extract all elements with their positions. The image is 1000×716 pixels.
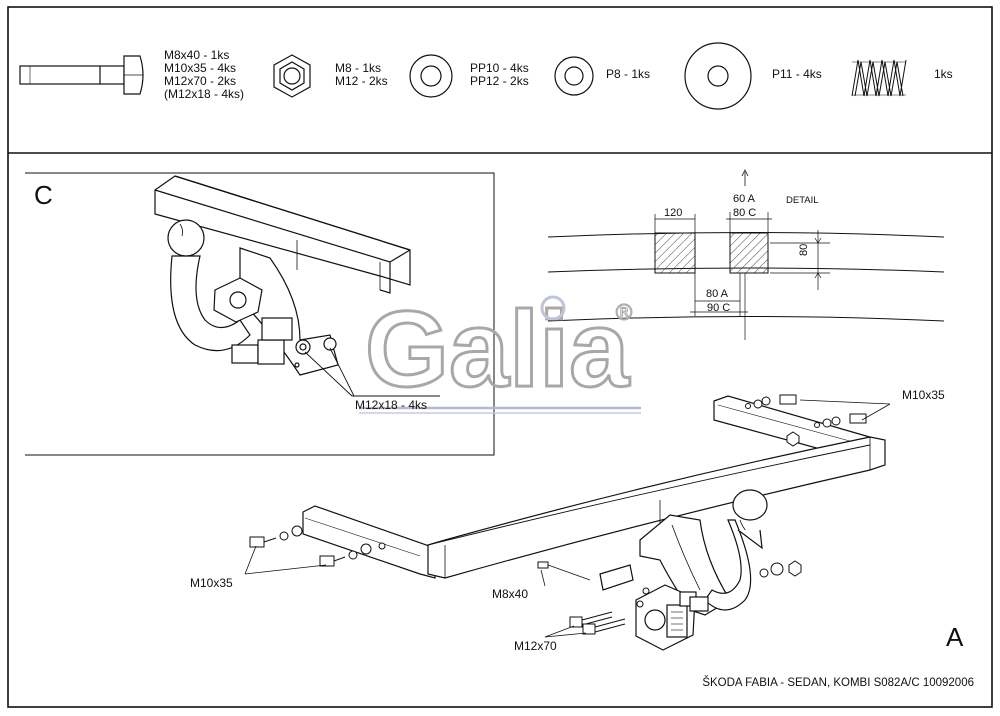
dim-80-vertical: 80 bbox=[798, 243, 810, 256]
dim-80c: 80 C bbox=[733, 207, 757, 219]
dim-90c: 90 C bbox=[707, 302, 731, 314]
detail-section bbox=[547, 169, 945, 340]
nut-icon bbox=[273, 54, 311, 98]
main-spacer-plate bbox=[599, 564, 634, 591]
detail-c-socket bbox=[213, 277, 293, 365]
nut-label-line: M8 - 1ks bbox=[335, 61, 382, 75]
bolt-label-line: M10x35 - 4ks bbox=[164, 61, 237, 75]
nut-label: M8 - 1ks M12 - 2ks bbox=[335, 62, 388, 88]
bolt-label-line: M12x70 - 2ks bbox=[164, 74, 237, 88]
detail-c-frame bbox=[25, 172, 495, 456]
callout-a-m8: M8x40 bbox=[492, 587, 529, 601]
drawing-title: ŠKODA FABIA - SEDAN, KOMBI S082A/C 10092… bbox=[702, 677, 974, 689]
washer-pp-label-line: PP10 - 4ks bbox=[470, 61, 529, 75]
galia-registered-mark: ® bbox=[613, 301, 635, 326]
washer-p11-label-line: P11 - 4ks bbox=[772, 67, 822, 81]
main-leaders bbox=[244, 399, 891, 638]
bolt-icon bbox=[19, 55, 144, 95]
galia-watermark-dot-icon bbox=[540, 295, 566, 321]
galia-watermark: Galia ® bbox=[359, 287, 641, 414]
main-hook bbox=[704, 489, 768, 611]
washer-pp-icon bbox=[409, 54, 453, 98]
spring-label-line: 1ks bbox=[934, 67, 953, 81]
galia-watermark-text: Galia bbox=[365, 288, 630, 409]
washer-p11-icon bbox=[684, 42, 752, 110]
dim-60a: 60 A bbox=[733, 193, 756, 205]
callout-a-m10-left: M10x35 bbox=[190, 576, 233, 590]
callout-a-m10-top: M10x35 bbox=[902, 388, 945, 402]
main-cross-bar bbox=[427, 436, 886, 579]
callout-a-m12: M12x70 bbox=[514, 639, 557, 653]
washer-p8-label: P8 - 1ks bbox=[606, 68, 650, 81]
bolt-label-line: M8x40 - 1ks bbox=[164, 48, 230, 62]
dim-120: 120 bbox=[664, 207, 683, 219]
outer-frame bbox=[7, 6, 993, 708]
main-side-plate-left bbox=[302, 505, 436, 579]
washer-pp-label-line: PP12 - 2ks bbox=[470, 74, 529, 88]
washer-pp-label: PP10 - 4ks PP12 - 2ks bbox=[470, 62, 529, 88]
view-a-letter: A bbox=[946, 622, 964, 652]
detail-c-bar bbox=[154, 175, 411, 294]
detail-c-hook bbox=[167, 219, 251, 352]
main-socket bbox=[635, 584, 709, 651]
view-c-letter: C bbox=[34, 180, 53, 210]
detail-c-leaders bbox=[304, 347, 440, 397]
spring-label: 1ks bbox=[934, 68, 953, 81]
bolt-label: M8x40 - 1ks M10x35 - 4ks M12x70 - 2ks (M… bbox=[164, 49, 244, 101]
washer-p8-icon bbox=[554, 56, 594, 96]
main-fasteners bbox=[249, 394, 867, 635]
dim-80a: 80 A bbox=[706, 288, 729, 300]
washer-p8-label-line: P8 - 1ks bbox=[606, 67, 651, 81]
washer-p11-label: P11 - 4ks bbox=[772, 68, 822, 81]
spring-icon bbox=[851, 59, 907, 97]
callout-c-bolts: M12x18 - 4ks bbox=[355, 398, 428, 412]
bolt-label-line: (M12x18 - 4ks) bbox=[164, 87, 245, 101]
detail-title: DETAIL bbox=[786, 195, 819, 206]
detail-c-bracket bbox=[239, 247, 339, 376]
nut-label-line: M12 - 2ks bbox=[335, 74, 388, 88]
